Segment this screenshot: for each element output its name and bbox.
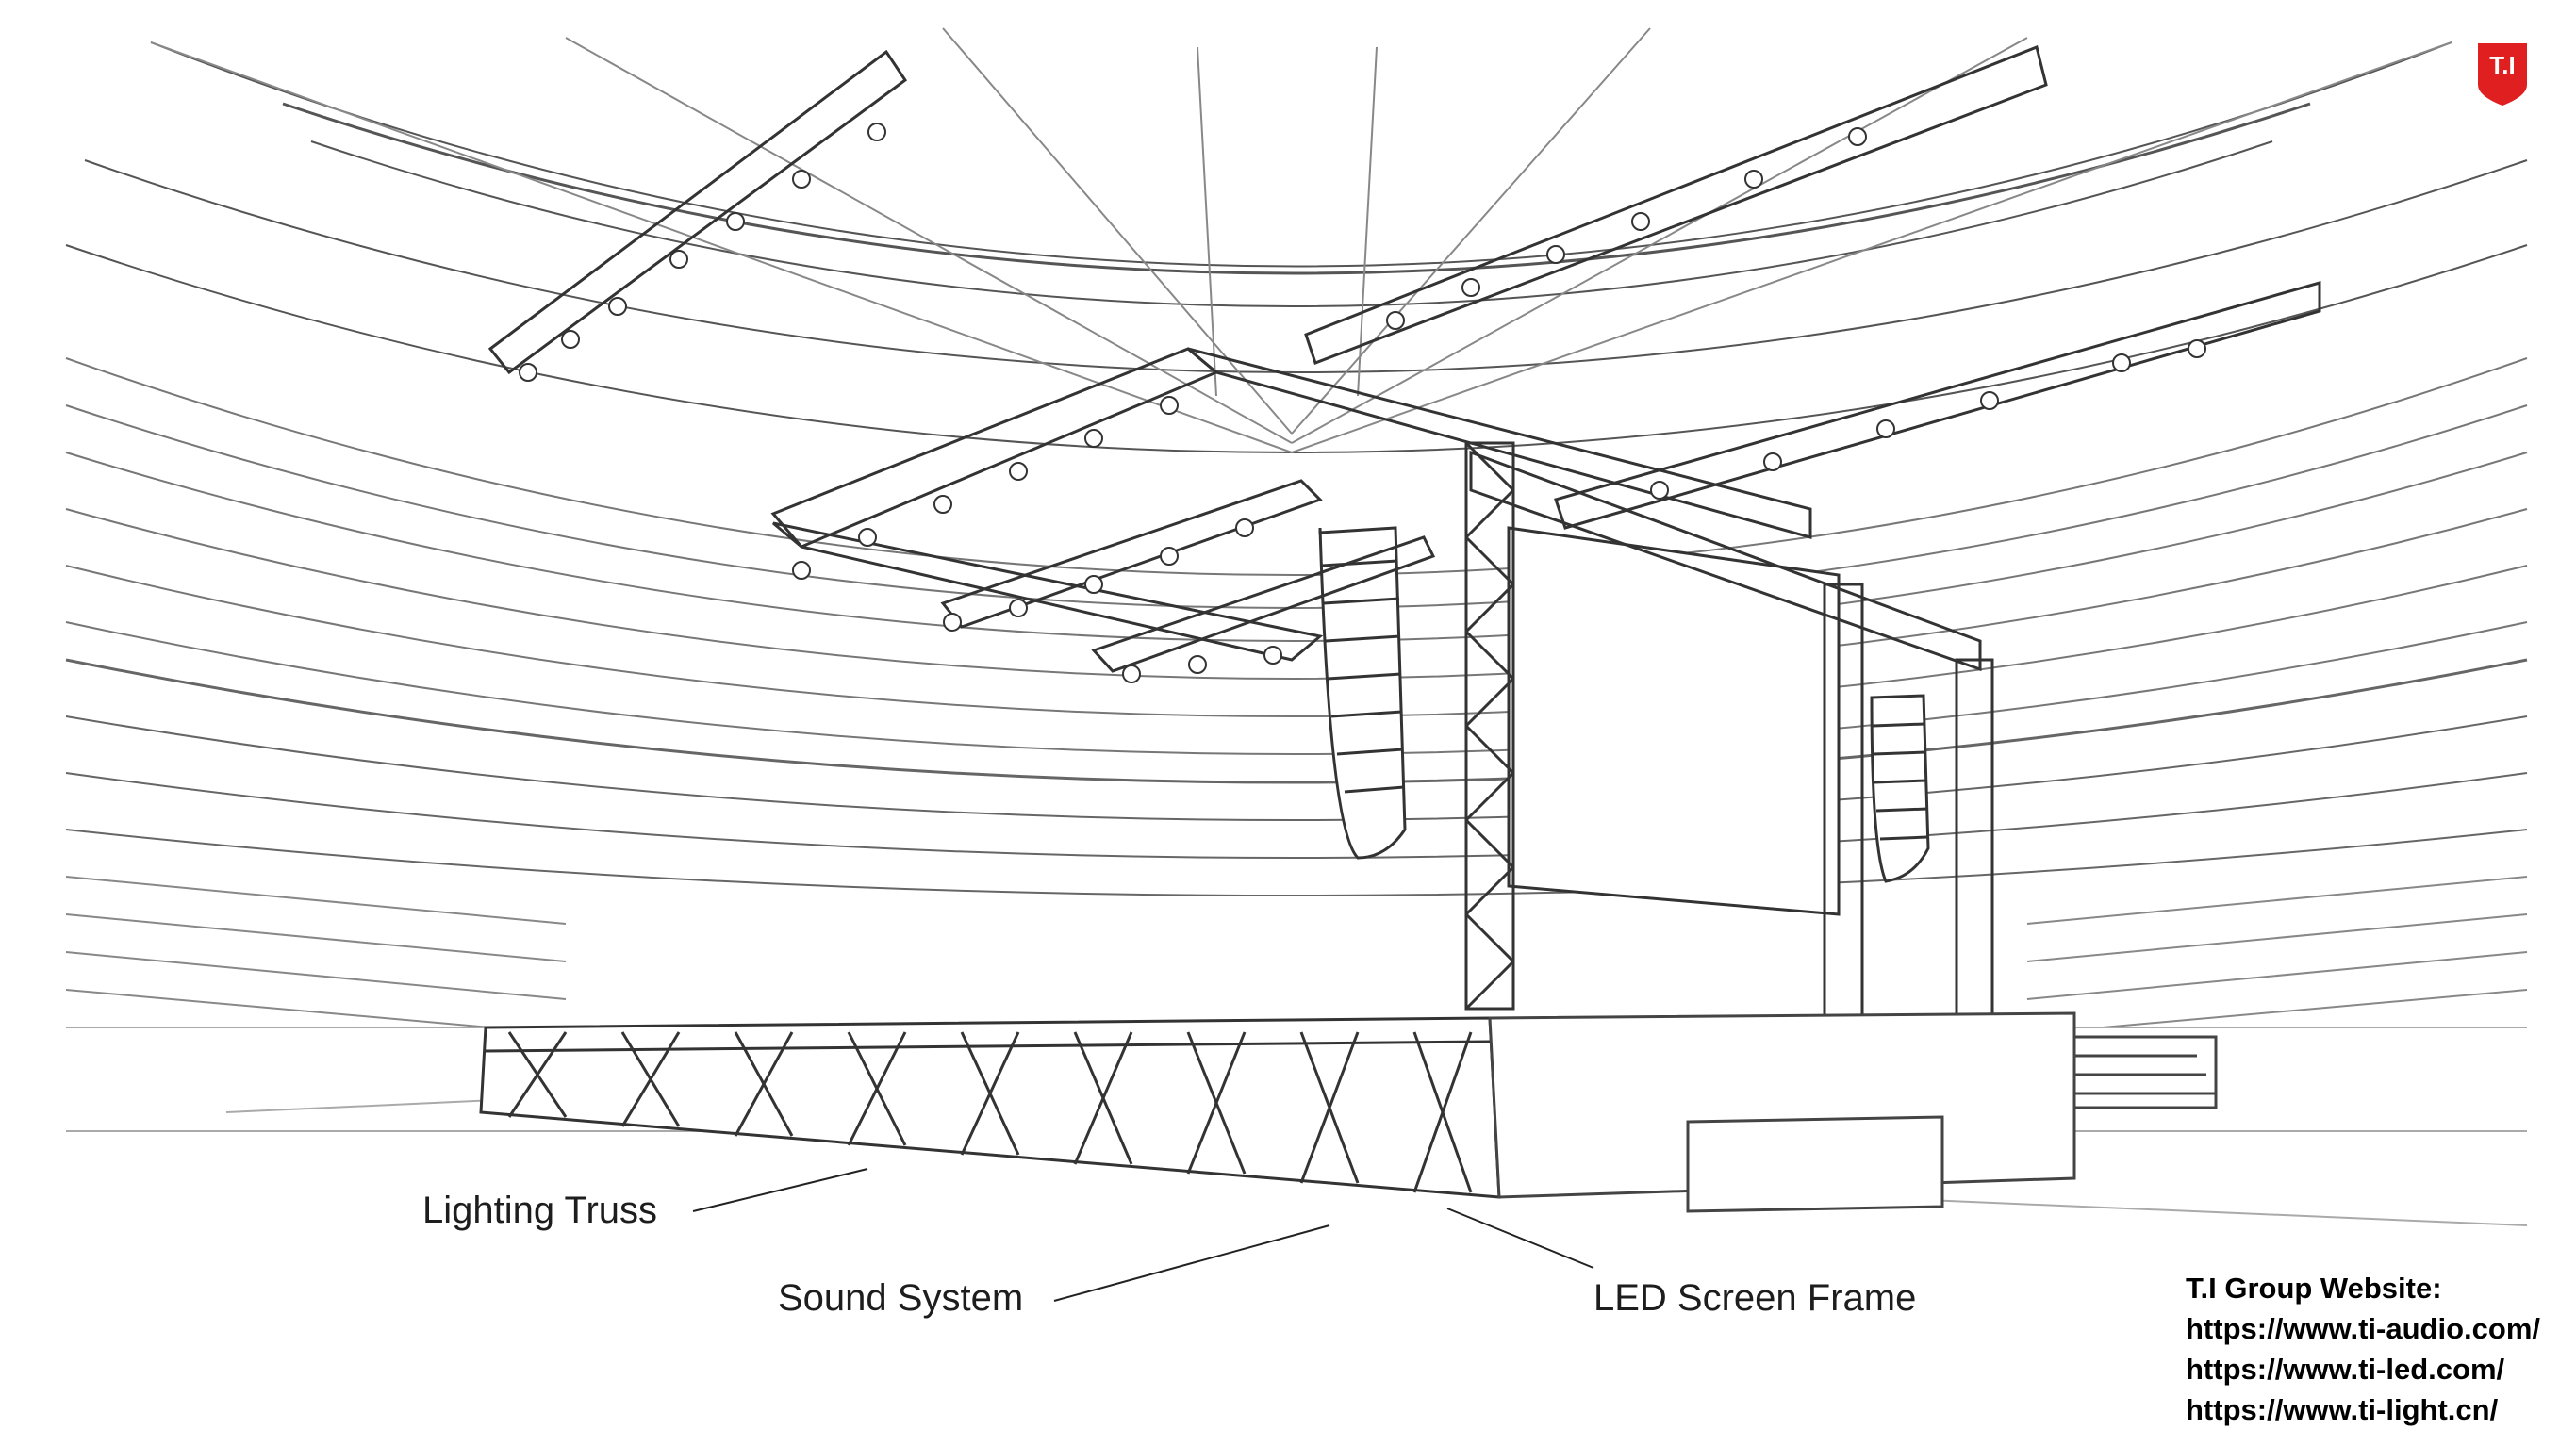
truss-fixtures [519,123,2206,683]
logo-text: T.I [2489,51,2516,79]
website-heading: T.I Group Website: [2186,1272,2442,1305]
label-led-screen-frame: LED Screen Frame [1593,1277,1917,1319]
label-sound-system: Sound System [778,1277,1024,1319]
roof-beams [150,27,2452,453]
led-screen [1507,526,1841,916]
leader-lines [692,1168,1594,1302]
roof-arcs [65,41,2528,453]
line-array-speaker-right [1870,694,1930,883]
website-link-audio[interactable]: https://www.ti-audio.com/ [2186,1312,2540,1345]
lower-seating [65,876,2528,1028]
website-block: T.I Group Website: https://www.ti-audio.… [2186,1268,2540,1430]
upper-seating [65,357,2528,755]
led-screen-frame [1464,441,1994,1020]
shield-icon [2478,43,2527,106]
website-link-light[interactable]: https://www.ti-light.cn/ [2186,1393,2499,1426]
stage-deck [1488,1011,2218,1213]
stage-truss [479,1016,1501,1199]
line-array-speaker-left [1318,526,1407,860]
lighting-truss-grid [487,44,2321,673]
label-lighting-truss: Lighting Truss [422,1190,658,1231]
website-link-led[interactable]: https://www.ti-led.com/ [2186,1353,2505,1386]
balcony [65,658,2528,896]
ti-logo: T.I [2476,41,2529,107]
